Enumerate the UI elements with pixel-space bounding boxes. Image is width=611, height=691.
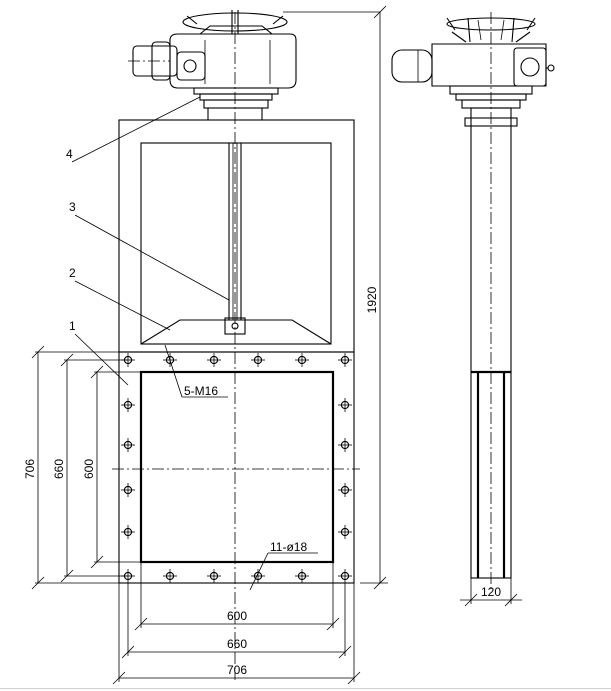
gate-plate-edge xyxy=(140,319,332,345)
dimension-height-1920: 1920 xyxy=(360,5,388,590)
page-bottom-border xyxy=(0,688,611,689)
dim-bolt-pitch-width: 660 xyxy=(227,637,247,651)
bolt-hole xyxy=(250,568,266,584)
side-body xyxy=(464,107,518,579)
stem-nut xyxy=(224,317,246,335)
note-through-holes: 11-ø18 xyxy=(249,540,318,591)
handwheel-rim xyxy=(182,12,288,32)
bolt-hole xyxy=(337,482,353,498)
part-callouts: 4 3 2 1 xyxy=(66,96,230,386)
part-number-4: 4 xyxy=(66,147,73,161)
bolt-hole xyxy=(162,568,178,584)
side-motor xyxy=(391,49,433,83)
dim-flange-outer-width: 706 xyxy=(227,663,247,677)
note-5-m16: 5-M16 xyxy=(184,384,218,398)
bottom-dimensions: 600 660 706 xyxy=(112,562,361,685)
dim-side-thickness: 120 xyxy=(481,585,501,599)
bolt-hole xyxy=(206,352,222,368)
bolt-hole xyxy=(337,352,353,368)
bolt-hole xyxy=(250,352,266,368)
bolt-hole xyxy=(337,397,353,413)
side-view: 120 xyxy=(391,12,555,607)
side-actuator xyxy=(391,17,555,109)
bolt-holes xyxy=(120,352,353,584)
bolt-hole xyxy=(337,524,353,540)
dim-opening-height: 600 xyxy=(82,459,96,479)
bolt-hole xyxy=(120,482,136,498)
bolt-hole xyxy=(120,437,136,453)
side-actuator-body xyxy=(431,43,547,87)
front-view: 1920 xyxy=(23,5,388,685)
left-dimensions: 706 660 600 xyxy=(23,345,141,590)
bolt-hole xyxy=(337,437,353,453)
side-dimension-thickness: 120 xyxy=(460,578,522,607)
dim-opening-width: 600 xyxy=(227,609,247,623)
dim-bolt-pitch-height: 660 xyxy=(52,459,66,479)
bolt-hole xyxy=(206,568,222,584)
dim-flange-outer-height: 706 xyxy=(23,459,37,479)
part-number-3: 3 xyxy=(69,200,76,214)
gate-frame xyxy=(118,119,355,353)
bolt-hole xyxy=(120,397,136,413)
frame-inner xyxy=(140,142,332,345)
frame-outer xyxy=(118,119,355,353)
bolt-hole xyxy=(120,524,136,540)
bolt-hole xyxy=(337,568,353,584)
part-number-1: 1 xyxy=(69,319,76,333)
dim-height-total: 1920 xyxy=(365,286,379,313)
bolt-hole xyxy=(294,568,310,584)
actuator-body xyxy=(169,33,297,89)
bolt-hole xyxy=(294,352,310,368)
note-11-dia-18: 11-ø18 xyxy=(270,540,307,554)
valve-body xyxy=(112,351,360,584)
note-tapped-holes: 5-M16 xyxy=(164,344,228,398)
part-number-2: 2 xyxy=(69,266,76,280)
body-flange xyxy=(118,351,355,584)
electric-actuator xyxy=(128,10,380,120)
body-opening xyxy=(139,370,335,564)
